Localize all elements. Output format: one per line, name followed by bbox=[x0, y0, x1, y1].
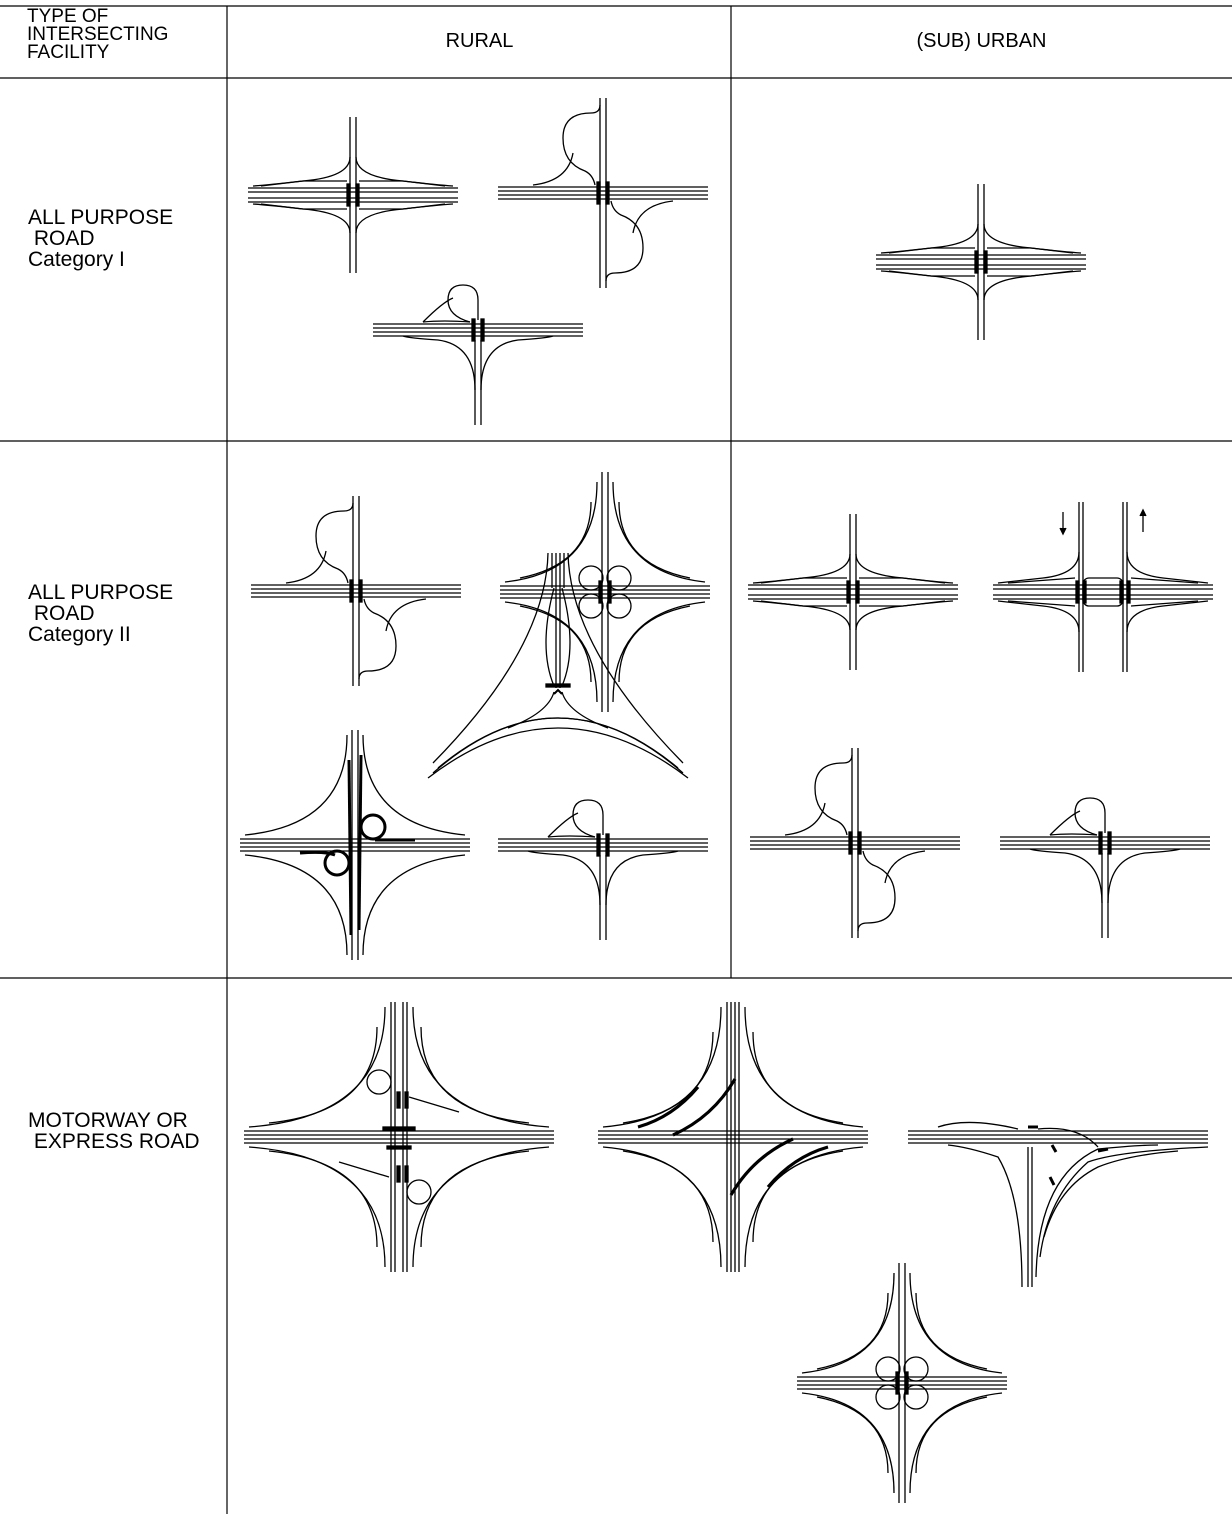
diagram-tight-diamond bbox=[875, 183, 1087, 341]
row-label-category-2: ALL PURPOSE ROAD Category II bbox=[28, 581, 174, 646]
diagram-three-leg-directional bbox=[427, 552, 689, 779]
diagram-directional-cloverleaf bbox=[238, 728, 472, 962]
diagram-diamond bbox=[247, 116, 459, 274]
diagram-partial-cloverleaf bbox=[250, 495, 462, 687]
diagram-diamond bbox=[747, 513, 959, 671]
diagram-cloverleaf bbox=[499, 471, 711, 713]
diagram-cloverleaf-directional bbox=[243, 1001, 555, 1273]
header-rural: RURAL bbox=[445, 30, 514, 52]
diagram-split-diamond bbox=[992, 501, 1214, 673]
header-intersecting-facility: TYPE OF INTERSECTING FACILITY bbox=[27, 6, 169, 63]
header-sub-urban: (SUB) URBAN bbox=[916, 30, 1047, 52]
diagram-partial-cloverleaf bbox=[749, 747, 961, 939]
diagram-cloverleaf bbox=[796, 1262, 1008, 1504]
diagram-partial-cloverleaf bbox=[497, 97, 709, 289]
diagram-trumpet bbox=[372, 284, 584, 426]
diagram-trumpet bbox=[497, 799, 709, 941]
row-label-motorway: MOTORWAY OR EXPRESS ROAD bbox=[28, 1109, 200, 1153]
row-label-category-1: ALL PURPOSE ROAD Category I bbox=[28, 206, 174, 271]
diagram-trumpet bbox=[999, 797, 1211, 939]
diagram-turbine bbox=[596, 1000, 870, 1274]
diagram-directional-t bbox=[906, 1120, 1210, 1289]
